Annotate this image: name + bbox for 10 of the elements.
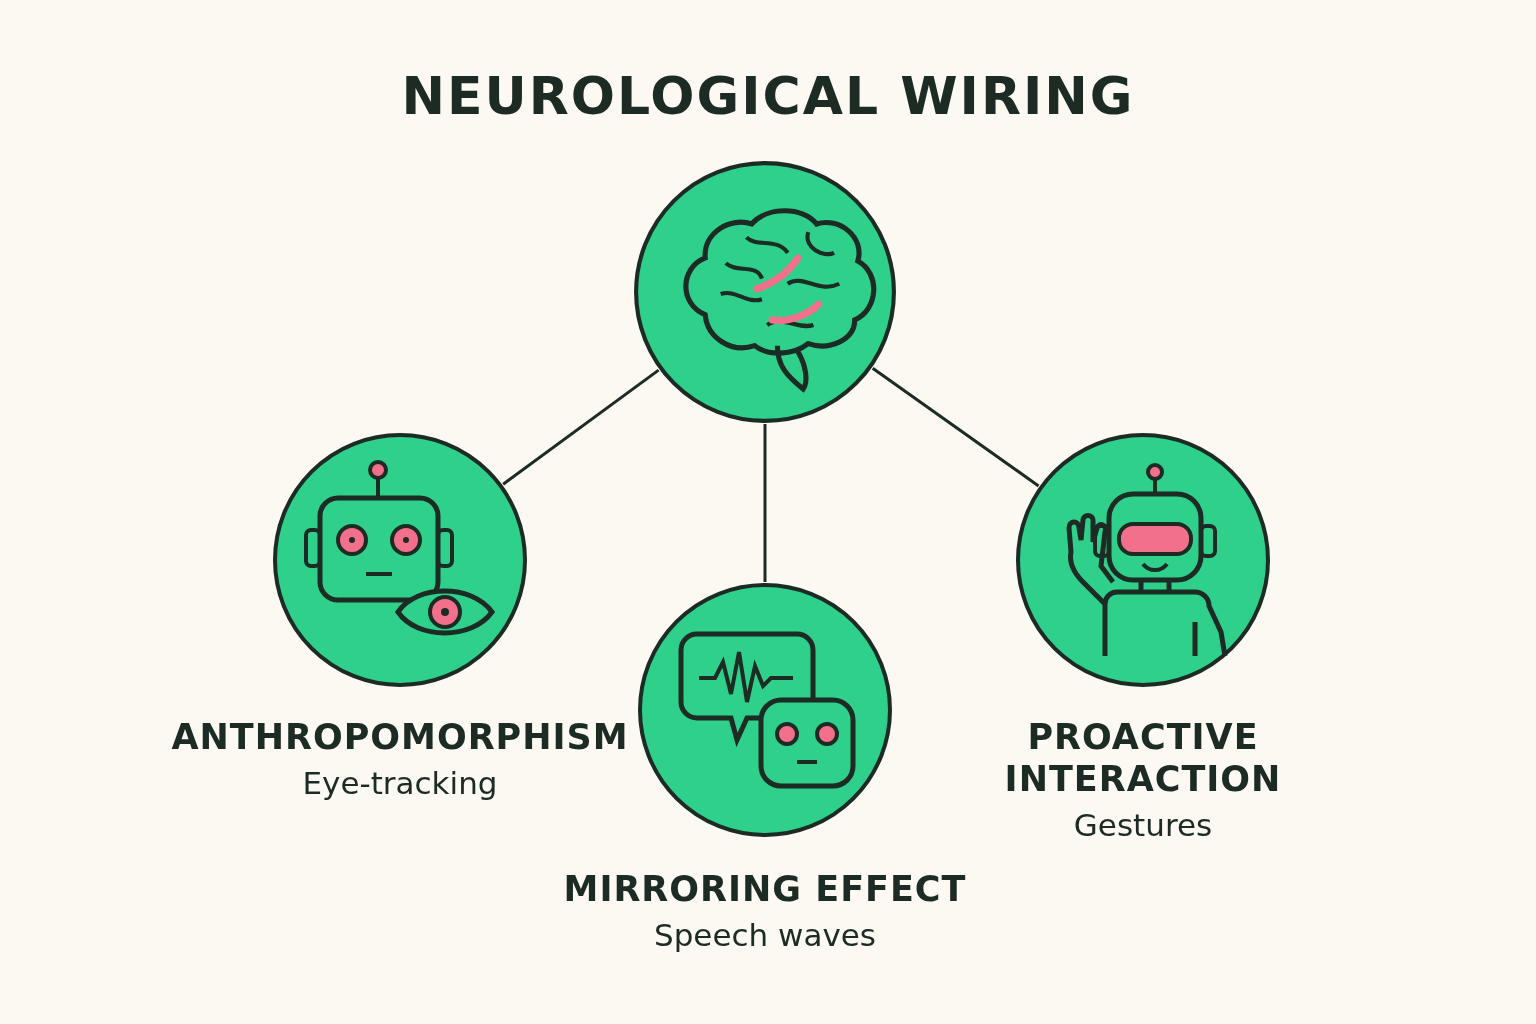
node-caption: Gestures	[1073, 807, 1213, 843]
connector-line	[871, 367, 1040, 488]
connector-line	[502, 368, 660, 486]
connector-line	[763, 424, 767, 582]
node-heading: ANTHROPOMORPHISM	[171, 717, 629, 757]
node-caption: Eye-tracking	[302, 765, 498, 801]
node-heading: MIRRORING EFFECT	[563, 869, 967, 909]
node-caption: Speech waves	[654, 917, 876, 953]
node-heading: PROACTIVE INTERACTION	[1004, 717, 1282, 799]
diagram-title: NEUROLOGICAL WIRING	[401, 66, 1135, 126]
